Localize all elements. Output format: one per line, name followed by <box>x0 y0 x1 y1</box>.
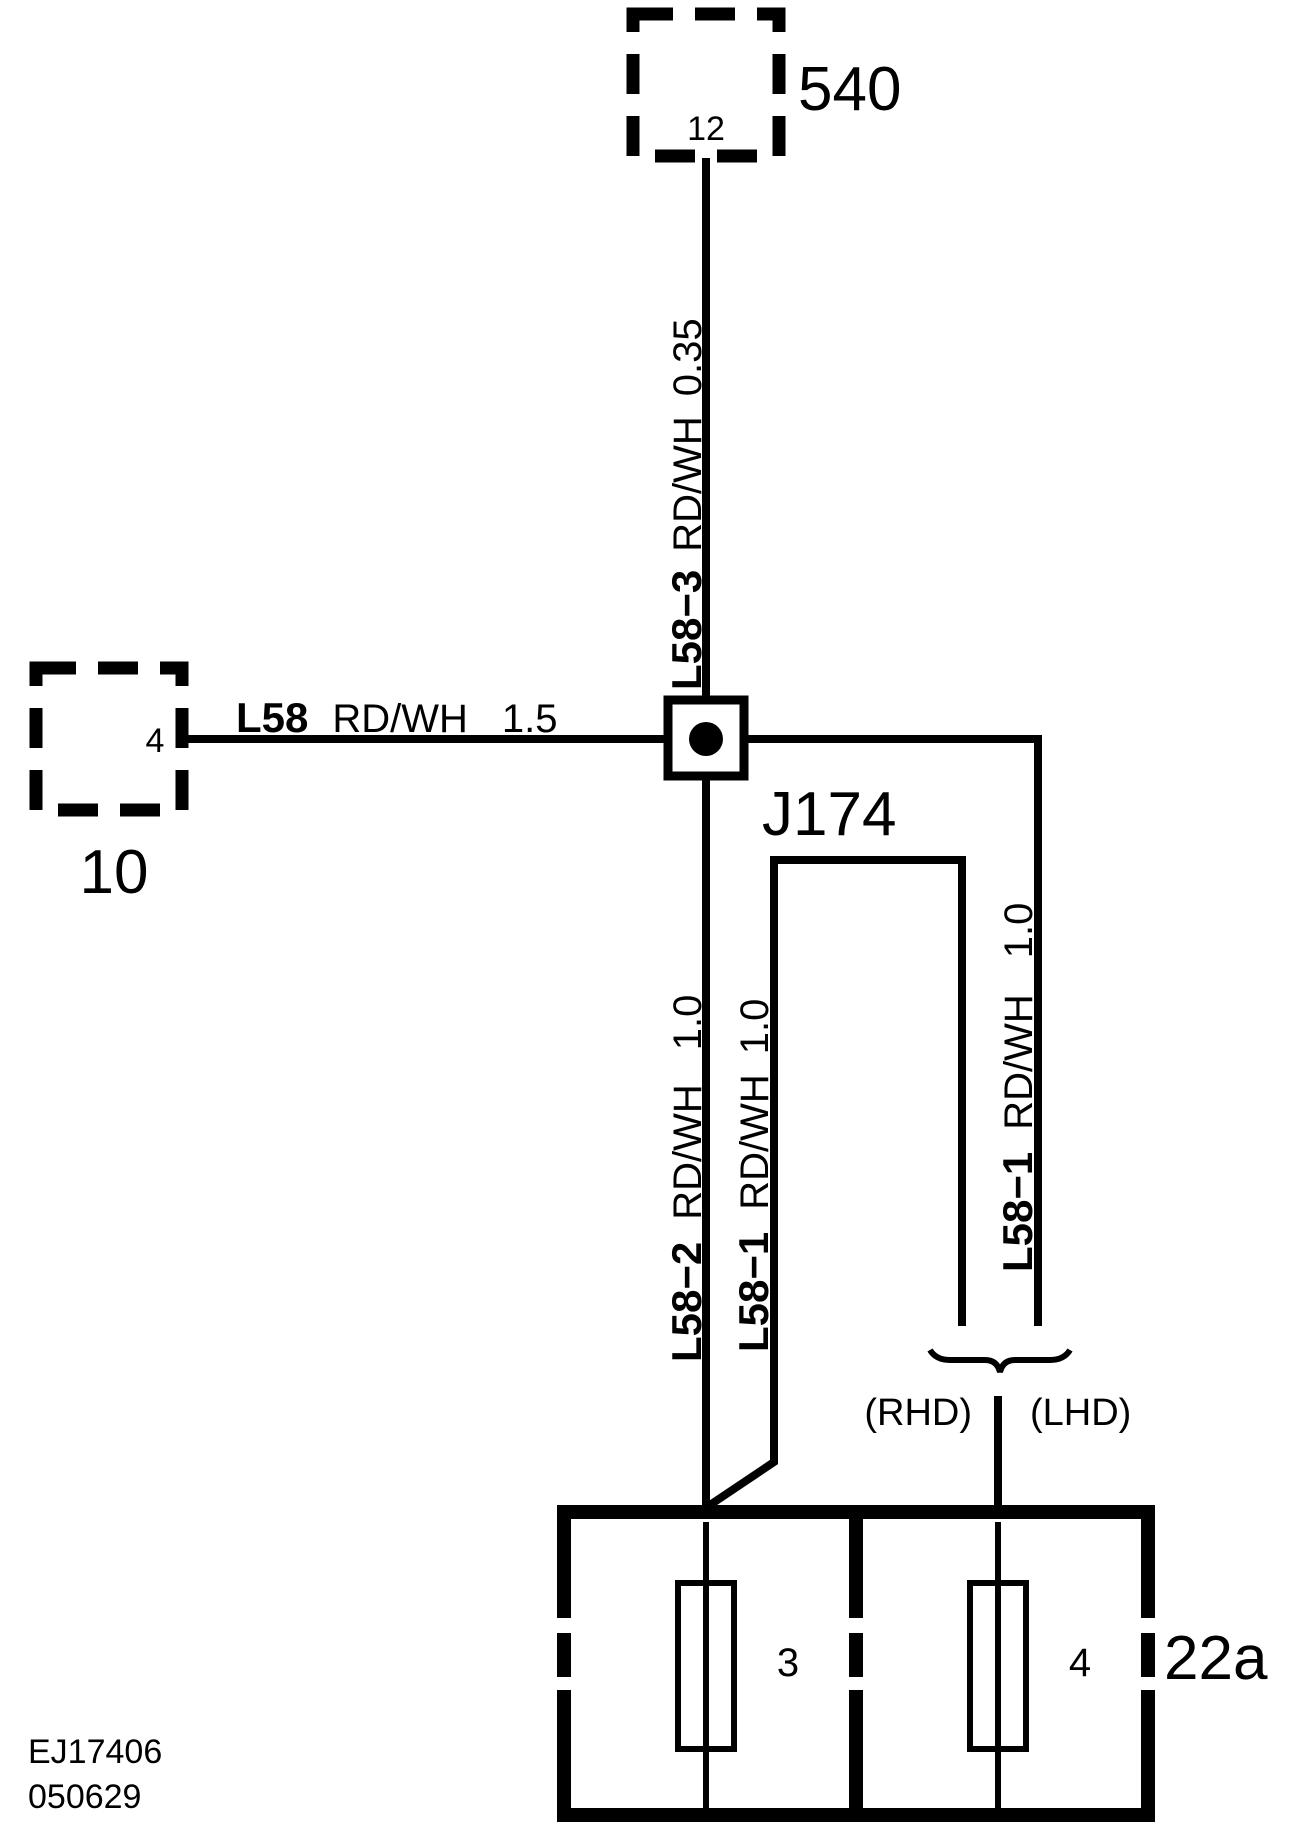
wire-left-circuit: L58 <box>236 694 308 741</box>
wire-top-color: RD/WH <box>666 416 710 552</box>
wire-down-c-circuit: L58−1 <box>994 1152 1041 1272</box>
wire-down-a-color: RD/WH <box>666 1084 710 1220</box>
wire-down-b-circuit: L58−1 <box>730 1232 777 1352</box>
wire-down-b-gauge: 1.0 <box>733 999 777 1055</box>
wire-lines <box>178 158 1042 1511</box>
wire-left-gauge: 1.5 <box>502 697 558 741</box>
svg-text:L58−1RD/WH1.0: L58−1 RD/WH 1.0 <box>730 999 777 1352</box>
connector-10-pin: 4 <box>146 722 165 760</box>
splice-j174-box <box>663 695 749 781</box>
wire-down-a-circuit: L58−2 <box>663 1242 710 1362</box>
option-lhd-label: (LHD) <box>1030 1392 1131 1434</box>
connector-540-pin: 12 <box>687 110 725 148</box>
wire-top-circuit: L58−3 <box>663 570 710 690</box>
option-rhd-label: (RHD) <box>864 1392 972 1434</box>
fuse-3-label: 3 <box>777 1641 799 1685</box>
svg-text:L58−1RD/WH1.0: L58−1 RD/WH 1.0 <box>994 903 1041 1272</box>
wire-down-b-color: RD/WH <box>733 1074 777 1210</box>
fuse-3-symbol <box>675 1522 737 1808</box>
fusebox-22a-breaks <box>557 1633 1155 1677</box>
diagram-date-code: 050629 <box>28 1778 141 1816</box>
splice-j174-label: J174 <box>762 780 896 849</box>
svg-text:L58−2RD/WH1.0: L58−2 RD/WH 1.0 <box>663 995 710 1362</box>
connector-540-box <box>626 7 786 163</box>
splice-j174-dot <box>689 722 723 756</box>
wire-top-gauge: 0.35 <box>666 318 710 396</box>
wire-down-c-gauge: 1.0 <box>997 903 1041 959</box>
wire-down-c-color: RD/WH <box>997 994 1041 1130</box>
fuse-4-symbol <box>967 1522 1029 1808</box>
svg-text:L58−3RD/WH0.35: L58−3 RD/WH 0.35 <box>663 318 710 690</box>
connector-10-label: 10 <box>80 838 149 907</box>
wire-left-color: RD/WH <box>332 697 468 741</box>
option-brace <box>927 1348 1073 1373</box>
fuse-4-label: 4 <box>1069 1641 1091 1685</box>
wire-down-a-gauge: 1.0 <box>666 995 710 1051</box>
fusebox-22a-label: 22a <box>1164 1624 1268 1693</box>
diagram-ref-code: EJ17406 <box>28 1733 162 1771</box>
connector-540-label: 540 <box>798 55 901 124</box>
fusebox-22a-frame <box>557 1505 1155 1822</box>
